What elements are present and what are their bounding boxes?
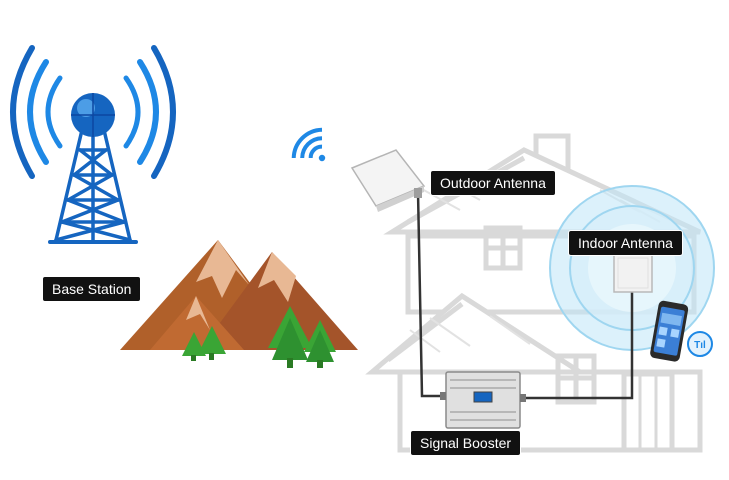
antenna-cables [416,191,634,400]
wifi-icon [291,127,326,162]
svg-text:Tıl: Tıl [694,340,706,351]
label-outdoor-antenna: Outdoor Antenna [430,170,556,196]
trees-illustration [182,306,336,368]
label-signal-booster: Signal Booster [410,430,522,456]
outdoor-antenna-icon [350,149,426,212]
smartphone-icon: Tıl [650,300,713,362]
label-indoor-antenna: Indoor Antenna [568,230,683,256]
cell-tower-icon [10,45,176,244]
mountains-illustration [120,240,358,368]
signal-booster-device-icon [440,371,526,429]
label-base-station: Base Station [42,276,142,302]
indoor-antenna-icon [613,253,653,293]
